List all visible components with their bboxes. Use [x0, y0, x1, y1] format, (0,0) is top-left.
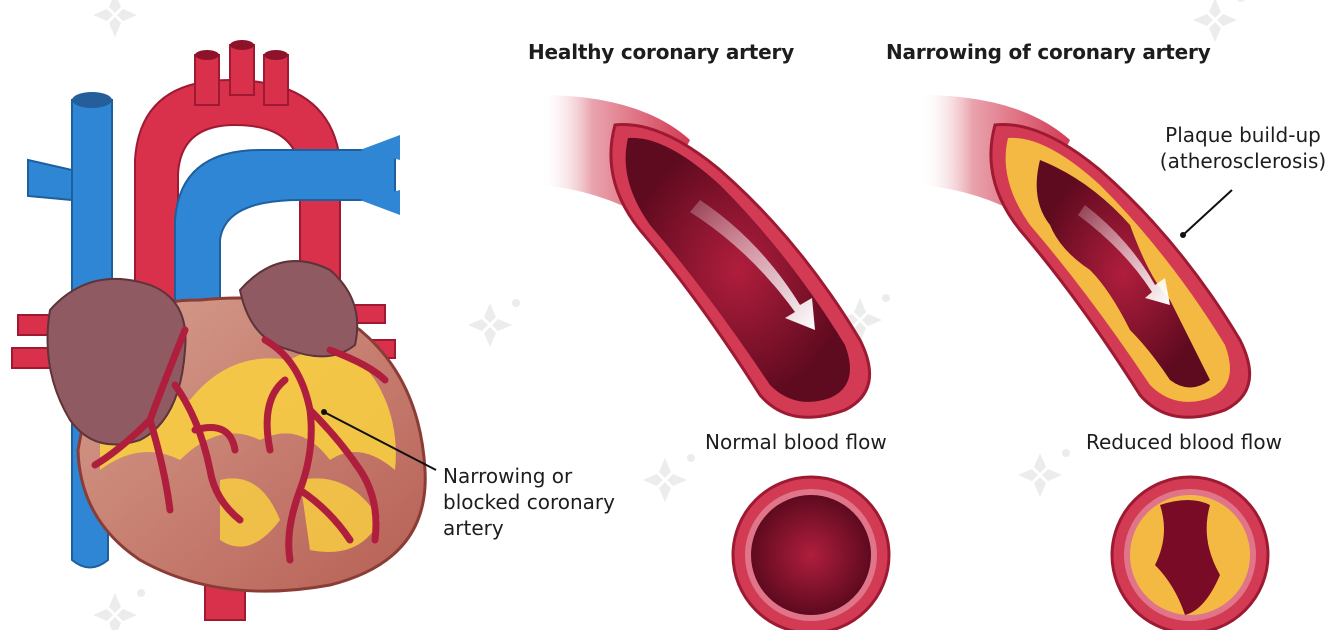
heading-narrowing: Narrowing of coronary artery	[886, 40, 1211, 64]
plaque-callout-line	[1183, 190, 1232, 235]
heart-illustration	[12, 40, 436, 620]
callout-plaque-line-1: Plaque build-up	[1153, 122, 1331, 148]
heading-healthy: Healthy coronary artery	[528, 40, 794, 64]
callout-heart-line-3: artery	[443, 515, 615, 541]
watermark-icon	[93, 0, 145, 37]
watermark-icon	[1193, 0, 1245, 42]
watermark-icon	[643, 454, 695, 502]
callout-plaque: Plaque build-up (atherosclerosis)	[1153, 122, 1331, 174]
callout-heart: Narrowing or blocked coronary artery	[443, 463, 615, 541]
callout-heart-line-1: Narrowing or	[443, 463, 615, 489]
right-atrium	[48, 279, 186, 445]
caption-normal-flow: Normal blood flow	[705, 430, 887, 454]
watermark-icon	[1018, 449, 1070, 497]
healthy-artery-tube	[540, 95, 870, 417]
callout-plaque-line-2: (atherosclerosis)	[1153, 148, 1331, 174]
watermark-icon	[468, 299, 520, 347]
caption-reduced-flow: Reduced blood flow	[1086, 430, 1282, 454]
narrowed-cross-section	[1112, 477, 1268, 630]
watermark-icon	[93, 589, 145, 630]
callout-heart-line-2: blocked coronary	[443, 489, 615, 515]
normal-cross-section	[733, 477, 889, 630]
